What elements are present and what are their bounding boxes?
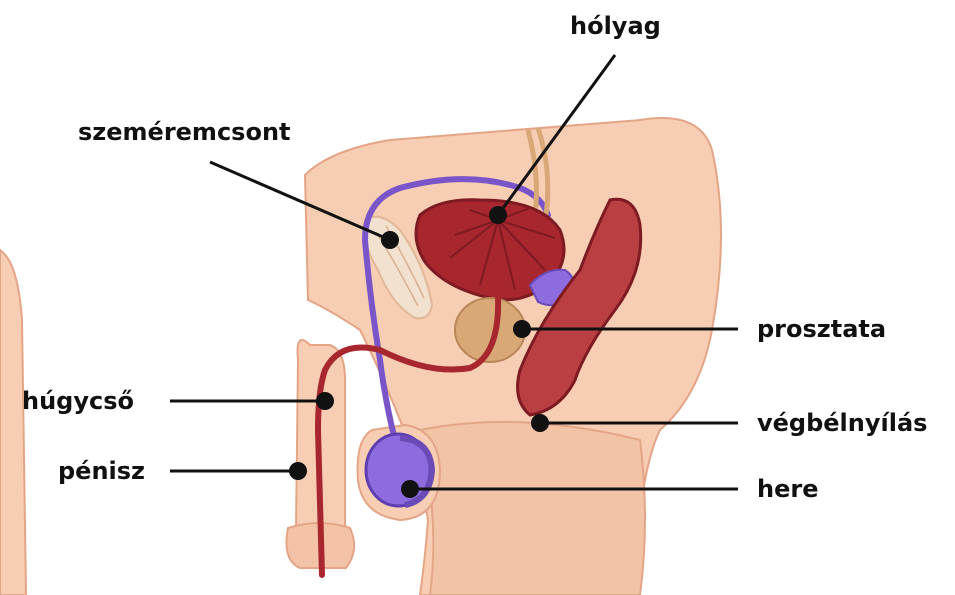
label-anus: végbélnyílás [757, 409, 927, 437]
leader-penis [170, 462, 307, 480]
label-testicle: here [757, 475, 818, 503]
label-penis: pénisz [58, 457, 145, 485]
thigh-shading [420, 422, 645, 595]
arm-shape [0, 250, 26, 595]
label-bladder: hólyag [570, 12, 661, 40]
label-urethra: húgycső [22, 387, 134, 415]
label-pubic-bone: szeméremcsont [78, 118, 291, 146]
label-prostate: prosztata [757, 315, 886, 343]
